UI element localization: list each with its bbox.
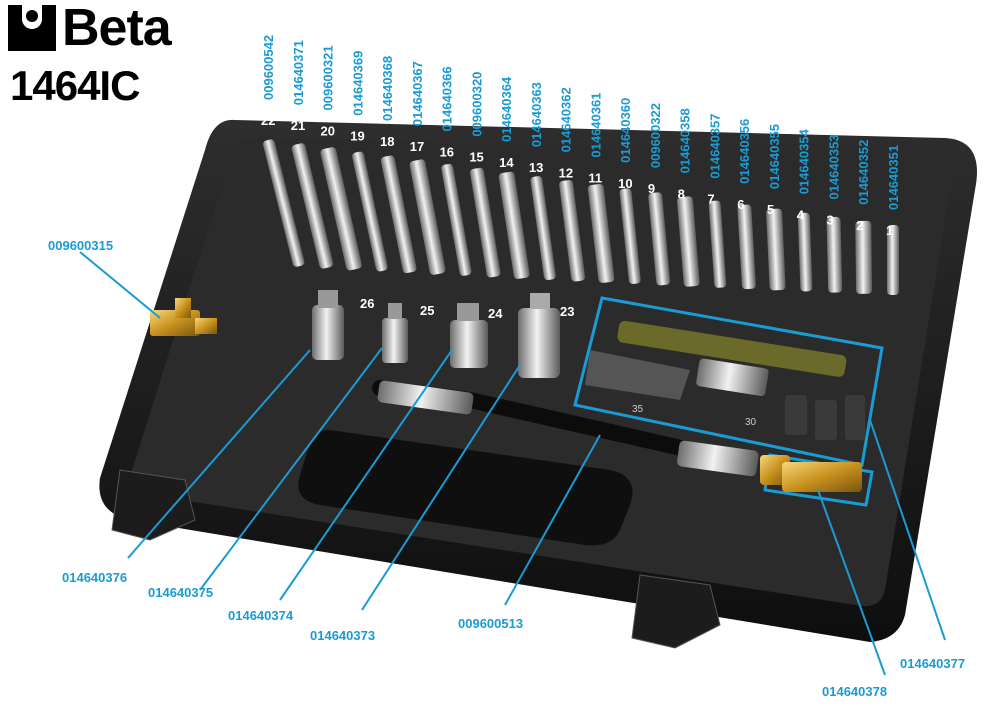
callout-connector: 014640378: [822, 684, 887, 699]
callout-hose: 009600513: [458, 616, 523, 631]
part-code-11: 014640361: [588, 93, 603, 158]
top-tool-17: [409, 159, 446, 275]
top-tool-12: [559, 180, 586, 282]
part-code-5: 014640355: [767, 124, 782, 189]
mid-num-24: 24: [488, 306, 503, 321]
mid-num-26: 26: [360, 296, 374, 311]
part-code-16: 014640366: [440, 66, 455, 131]
part-num-1: 1: [886, 223, 893, 238]
part-code-10: 014640360: [618, 98, 633, 163]
part-num-13: 13: [529, 160, 543, 175]
part-num-6: 6: [737, 197, 744, 212]
part-code-22: 009600542: [261, 35, 276, 100]
part-num-17: 17: [410, 139, 424, 154]
part-num-10: 10: [618, 176, 632, 191]
part-code-13: 014640363: [529, 82, 544, 147]
callout-p23: 014640373: [310, 628, 375, 643]
mid-num-23: 23: [560, 304, 574, 319]
beta-logo-icon: [8, 3, 56, 53]
mid-tool-24: [450, 303, 488, 368]
top-tool-13: [530, 176, 556, 281]
part-num-15: 15: [469, 150, 483, 165]
top-tool-9: [648, 192, 671, 286]
callout-p26: 014640376: [62, 570, 127, 585]
part-code-19: 014640369: [350, 51, 365, 116]
part-code-12: 014640362: [559, 87, 574, 152]
part-num-5: 5: [767, 202, 774, 217]
top-tool-4: [797, 212, 813, 292]
top-tool-16: [441, 163, 472, 276]
top-tool-20: [320, 147, 362, 271]
part-num-21: 21: [291, 118, 305, 133]
part-code-17: 014640367: [410, 61, 425, 126]
callout-tee-adapter: 009600315: [48, 238, 113, 253]
top-tool-21: [291, 143, 334, 269]
part-code-3: 014640353: [826, 134, 841, 199]
top-tool-14: [498, 171, 530, 279]
part-num-11: 11: [588, 171, 602, 186]
case-mark-30: 30: [745, 417, 757, 428]
part-code-8: 014640358: [678, 108, 693, 173]
part-code-15: 009600320: [469, 72, 484, 137]
part-num-9: 9: [648, 181, 655, 196]
part-num-4: 4: [797, 207, 805, 222]
part-code-18: 014640368: [380, 56, 395, 121]
top-tool-15: [470, 167, 501, 278]
part-num-3: 3: [826, 213, 833, 228]
part-num-22: 22: [261, 113, 275, 128]
part-code-4: 014640354: [797, 128, 812, 194]
model-number: 1464IC: [10, 62, 140, 109]
mid-tool-25: [382, 303, 408, 363]
part-code-7: 014640357: [707, 113, 722, 178]
callout-p25: 014640375: [148, 585, 213, 600]
part-code-1: 014640351: [886, 145, 901, 210]
top-tool-10: [619, 188, 641, 284]
part-num-14: 14: [499, 155, 514, 170]
part-num-2: 2: [856, 218, 863, 233]
mid-tool-23: [518, 293, 560, 378]
part-code-9: 009600322: [648, 103, 663, 168]
part-code-14: 014640364: [499, 76, 514, 142]
mid-num-25: 25: [420, 303, 434, 318]
callout-accessories: 014640377: [900, 656, 965, 671]
part-code-21: 014640371: [291, 40, 306, 105]
part-code-2: 014640352: [856, 140, 871, 205]
part-num-7: 7: [707, 192, 714, 207]
part-num-12: 12: [559, 165, 573, 180]
top-tool-1: [887, 225, 899, 295]
brand-name: Beta: [62, 0, 172, 57]
top-tool-6: [737, 204, 756, 290]
tee-adapter: [150, 298, 217, 336]
part-num-20: 20: [321, 123, 335, 138]
brand-logo: Beta: [8, 0, 172, 57]
top-tool-11: [587, 184, 615, 283]
part-code-20: 009600321: [321, 45, 336, 110]
case-mark-35: 35: [632, 404, 644, 415]
part-code-6: 014640356: [737, 119, 752, 184]
callout-p24: 014640374: [228, 608, 294, 623]
top-tool-3: [826, 216, 843, 293]
top-tool-2: [855, 220, 873, 294]
part-num-16: 16: [440, 144, 454, 159]
top-tool-18: [380, 155, 417, 274]
part-num-19: 19: [350, 129, 364, 144]
top-tool-22: [263, 139, 305, 267]
top-tool-8: [677, 196, 700, 287]
mid-tool-26: [312, 290, 344, 360]
part-num-18: 18: [380, 134, 394, 149]
top-tool-19: [352, 151, 388, 272]
top-tool-7: [708, 200, 727, 288]
top-tool-5: [766, 208, 786, 291]
part-num-8: 8: [678, 186, 685, 201]
